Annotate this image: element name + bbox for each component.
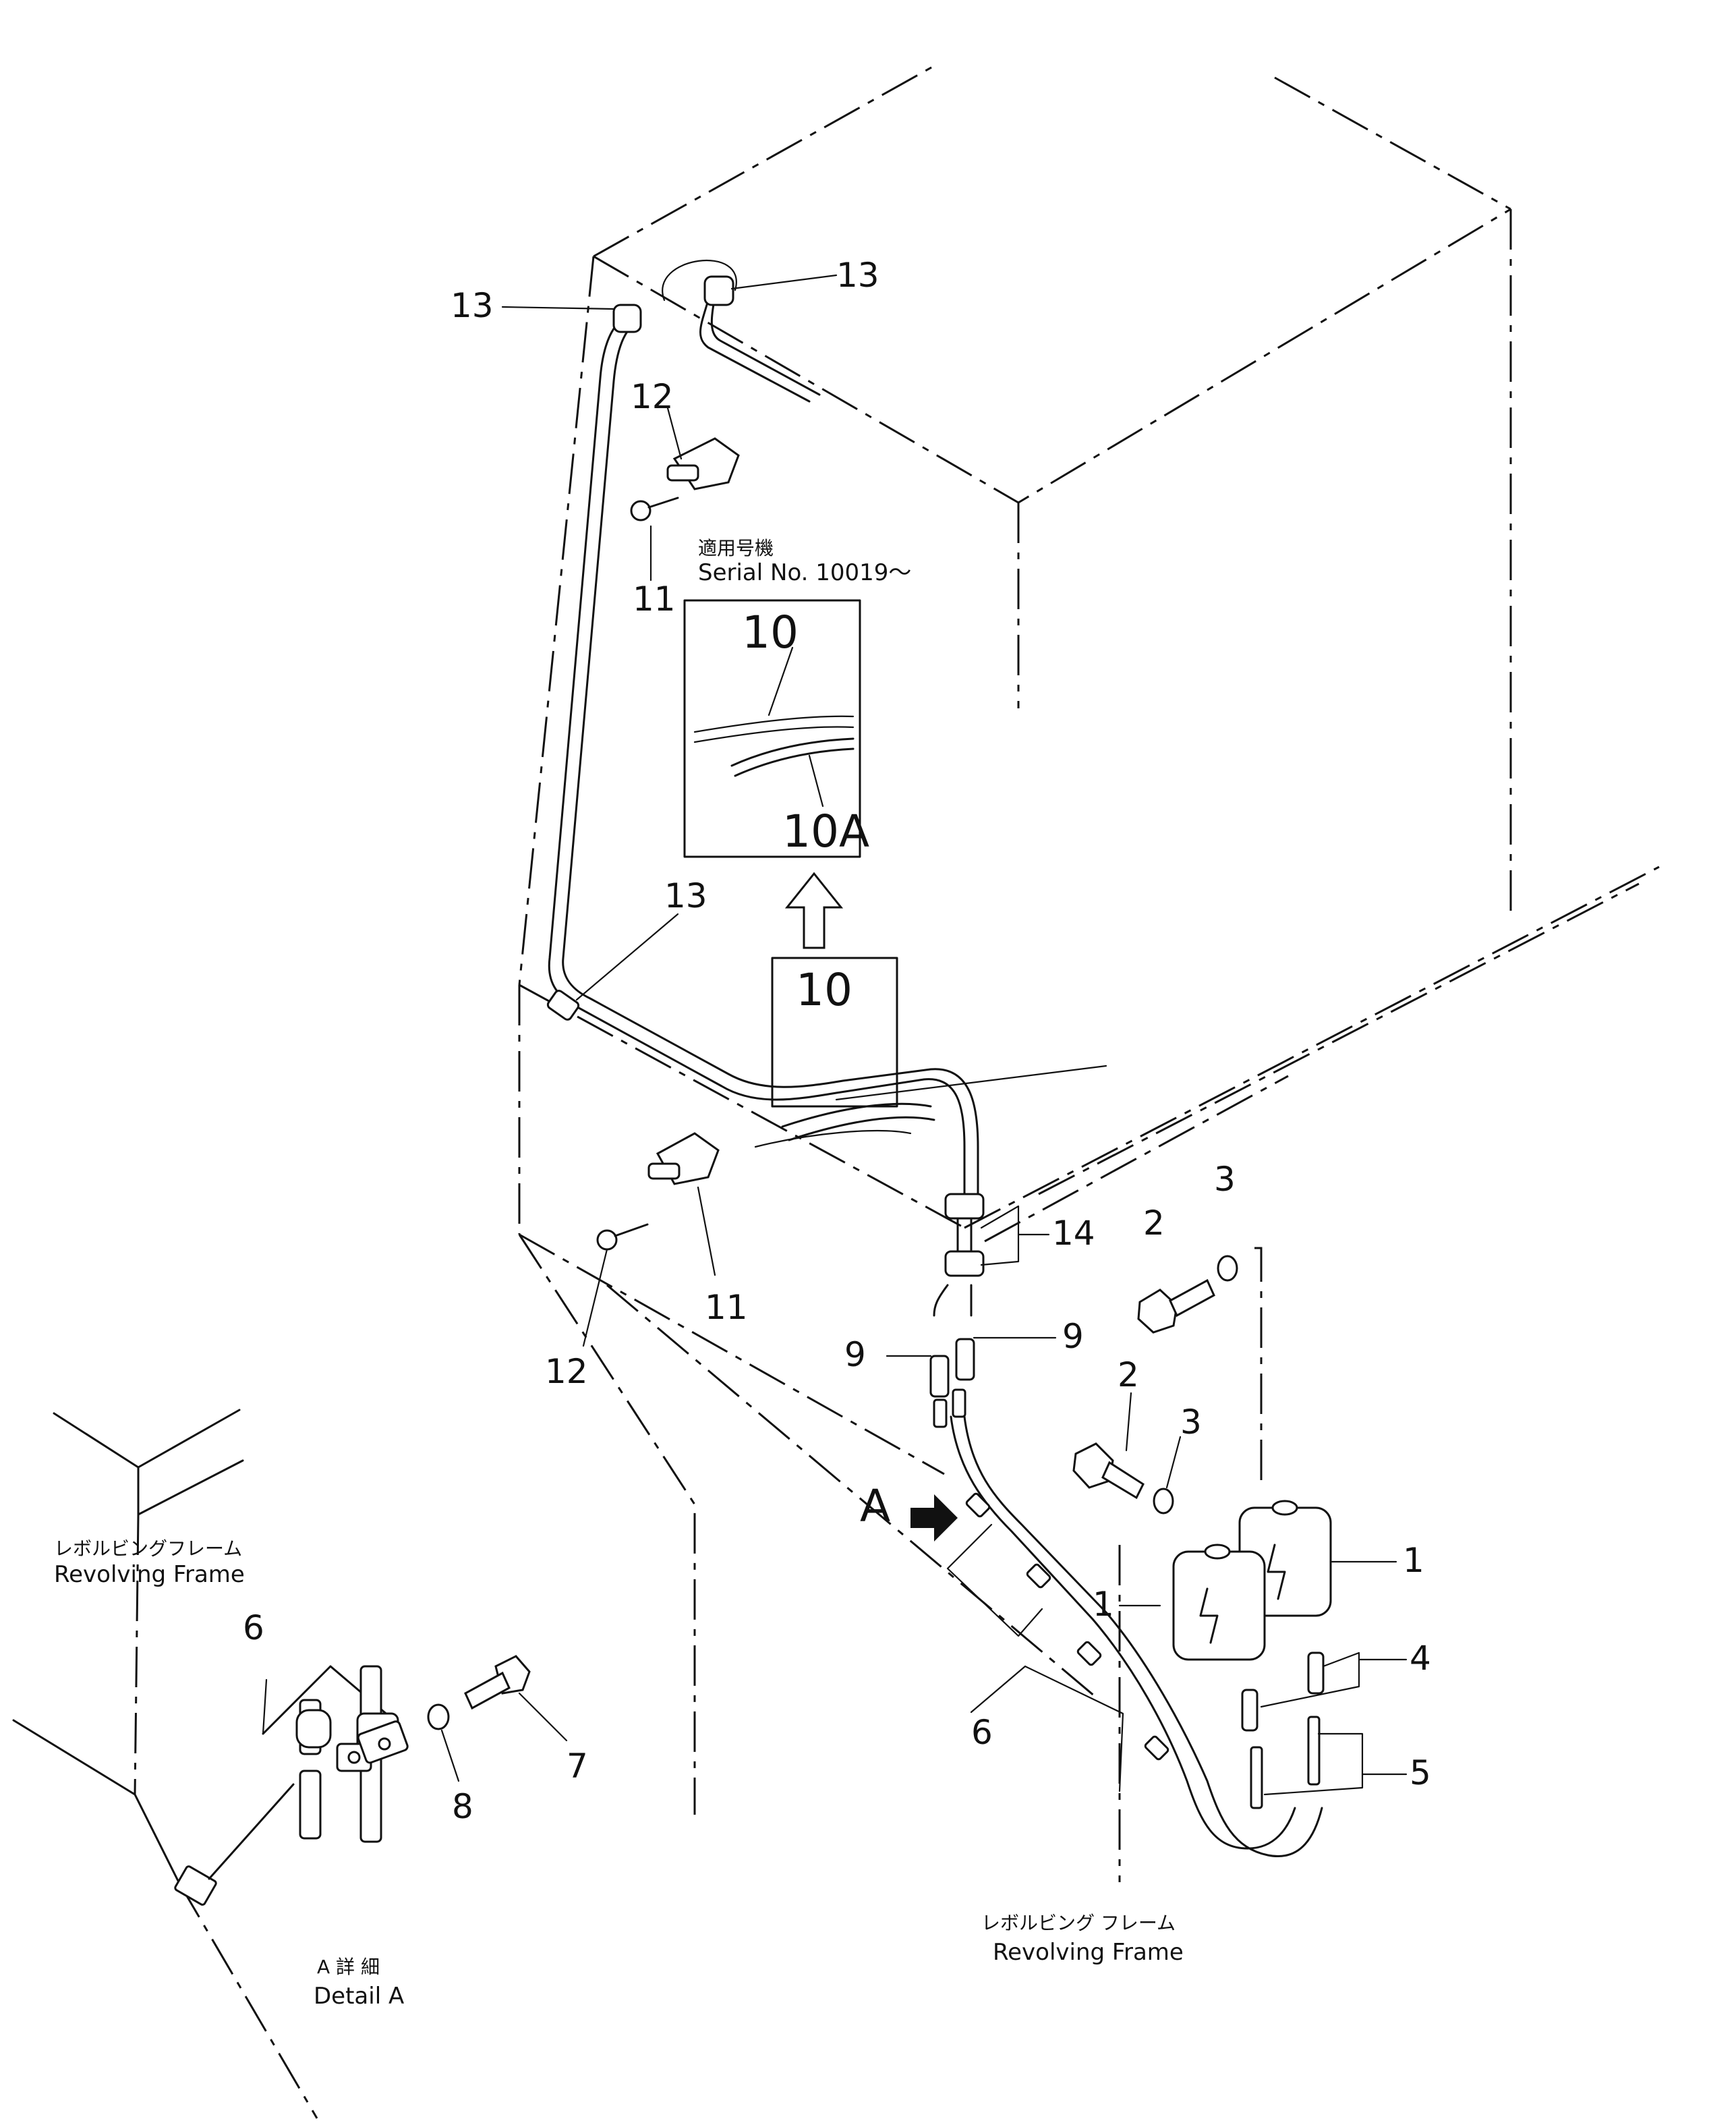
- callout-11-bottom: 11: [705, 1288, 748, 1327]
- pumps: [1241, 1651, 1325, 1809]
- callout-1-left: 1: [1093, 1585, 1114, 1624]
- washer-upper: [1217, 1255, 1238, 1282]
- hose-joints: [546, 275, 985, 1277]
- callout-12-bottom: 12: [545, 1352, 588, 1391]
- callout-13-top-left: 13: [451, 286, 494, 325]
- callout-6-detail: 6: [243, 1608, 264, 1647]
- inset-pipe-label: 10: [742, 606, 799, 658]
- cab-outline: [518, 63, 1660, 1882]
- callouts: 13 13 12 11 13 14 2 3 11 12 9 9 2 3 1 1 …: [451, 256, 1431, 1792]
- detail-a-label-en: Detail A: [314, 1983, 404, 2010]
- serial-label-en: Serial No. 10019～: [698, 559, 911, 586]
- bolt-mid: [1072, 1442, 1145, 1500]
- grommet-right: [703, 275, 734, 306]
- inset-pipe-a-label: 10A: [782, 805, 869, 857]
- view-a-arrow-icon: [910, 1494, 958, 1542]
- callout-2-mid: 2: [1118, 1355, 1139, 1394]
- detail-a: 6 7 8: [12, 1409, 588, 2119]
- grommet-left: [612, 304, 642, 333]
- screw-upper: [630, 497, 679, 521]
- check-valves: [929, 1338, 975, 1428]
- frame-label-detail-jp: レボルビングフレーム: [54, 1537, 242, 1560]
- hose-joint-lower: [944, 1250, 985, 1277]
- frame-label-main-en: Revolving Frame: [993, 1939, 1184, 1966]
- bolt-upper: [1137, 1278, 1215, 1334]
- callout-11-top: 11: [633, 579, 676, 619]
- pipe-box-label: 10: [796, 964, 852, 1016]
- nozzle-upper: [666, 437, 740, 490]
- serial-inset: 10 10A: [683, 599, 869, 858]
- detail-a-label-jp: A 詳 細: [317, 1956, 380, 1978]
- callout-7: 7: [567, 1747, 588, 1786]
- callout-13-mid: 13: [664, 876, 707, 915]
- callout-13-top-right: 13: [836, 256, 879, 295]
- callout-6-main: 6: [971, 1713, 993, 1752]
- leader-lines: [501, 274, 1408, 1796]
- view-a-label: A: [860, 1480, 890, 1532]
- washer-hoses: [548, 259, 1323, 1857]
- pipe-box: [771, 957, 898, 1108]
- callout-5: 5: [1410, 1753, 1431, 1792]
- frame-label-detail-en: Revolving Frame: [54, 1561, 245, 1588]
- callout-9-right: 9: [1062, 1317, 1084, 1356]
- washer-tank-front: [1172, 1544, 1266, 1661]
- callout-14: 14: [1052, 1214, 1095, 1253]
- washer-mid: [1153, 1488, 1174, 1515]
- callout-3-top: 3: [1214, 1160, 1236, 1199]
- frame-label-main-jp: レボルビング フレーム: [981, 1912, 1176, 1934]
- hose-clip-mid: [546, 990, 580, 1021]
- screw-lower: [596, 1223, 649, 1251]
- callout-2-top: 2: [1143, 1204, 1165, 1243]
- callout-9-left: 9: [844, 1335, 866, 1374]
- inset-arrow-icon: [784, 872, 844, 949]
- callout-4: 4: [1410, 1639, 1431, 1678]
- callout-1-right: 1: [1403, 1541, 1424, 1580]
- hose-joint-upper: [944, 1193, 985, 1220]
- clamps: [965, 1492, 1169, 1761]
- callout-3-mid: 3: [1180, 1403, 1202, 1442]
- callout-8: 8: [452, 1787, 473, 1826]
- callout-12-top: 12: [631, 377, 674, 416]
- serial-label-jp: 適用号機: [698, 537, 774, 559]
- nozzle-lower: [647, 1132, 720, 1185]
